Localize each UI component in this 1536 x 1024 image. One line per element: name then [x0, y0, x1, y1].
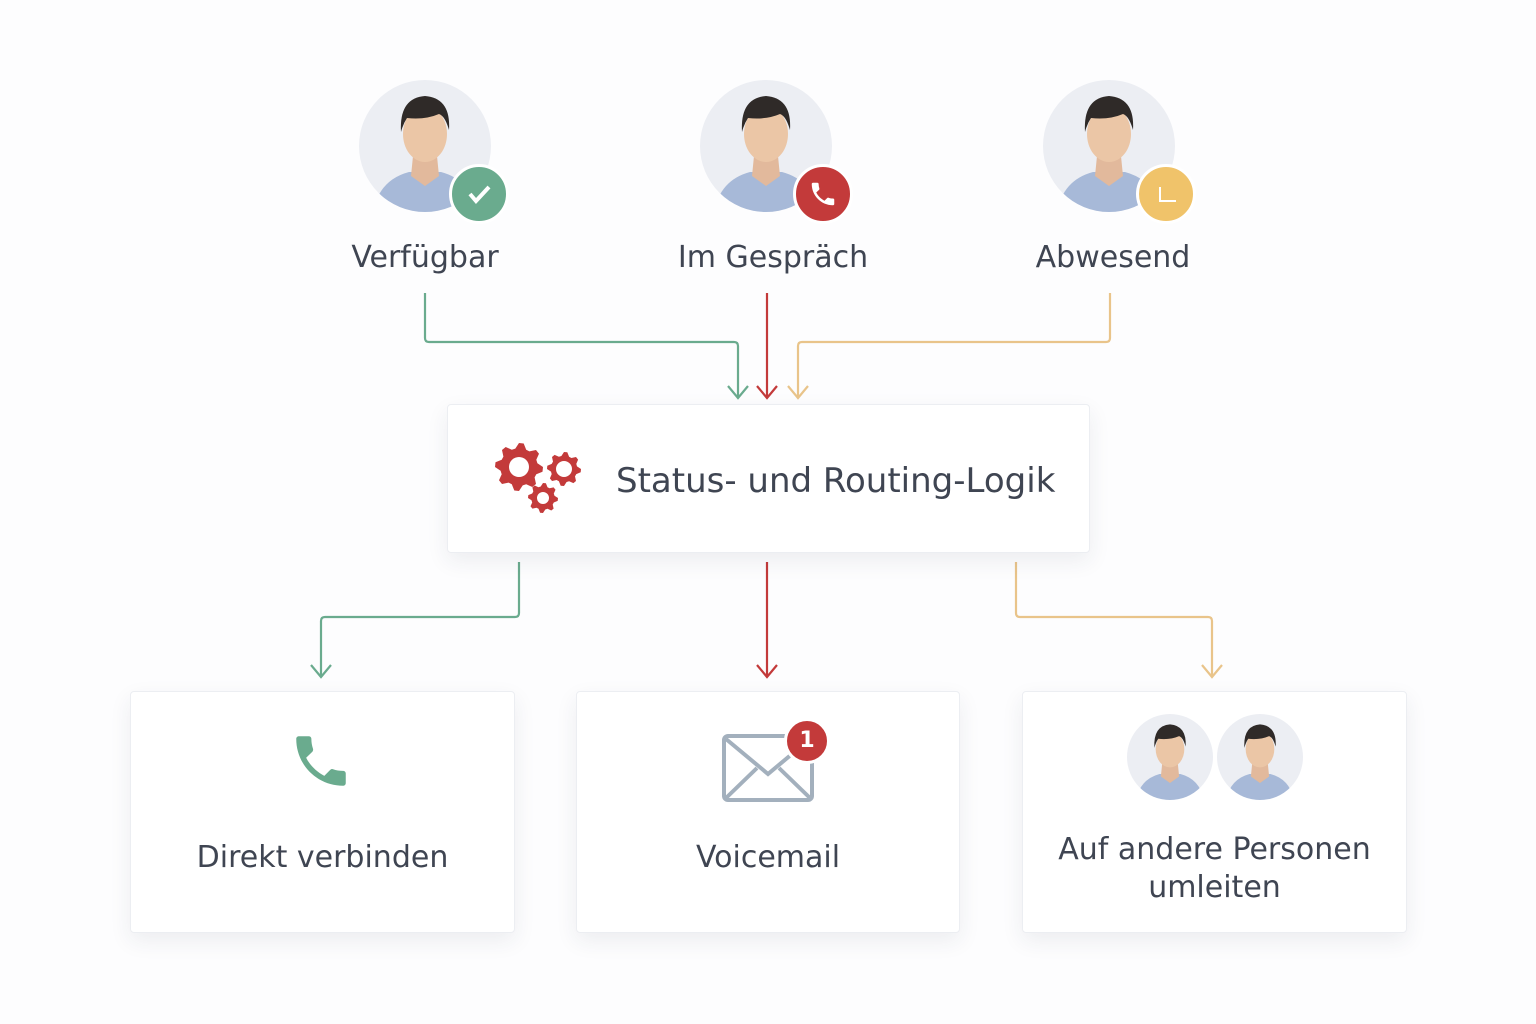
connector-available — [423, 293, 740, 398]
connector-away — [796, 293, 1112, 398]
arrowhead — [787, 385, 809, 400]
check-icon — [449, 164, 509, 224]
outcome-voicemail: 1 Voicemail — [576, 691, 960, 933]
outcome-redirect: Auf andere Personen umleiten — [1022, 691, 1407, 933]
avatar — [1217, 714, 1303, 800]
outcome-label: Auf andere Personen umleiten — [1058, 832, 1371, 905]
status-label: Abwesend — [1035, 240, 1191, 275]
routing-logic-box: Status- und Routing-Logik — [447, 404, 1090, 553]
connector-direct — [319, 562, 521, 677]
phone-icon — [793, 164, 853, 224]
arrowhead — [756, 664, 778, 679]
status-label: Im Gespräch — [677, 240, 869, 275]
avatar — [1127, 714, 1213, 800]
routing-logic-label: Status- und Routing-Logik — [616, 461, 1056, 501]
voicemail-count-badge: 1 — [784, 718, 830, 764]
gear — [528, 483, 558, 513]
outcome-label: Voicemail — [695, 840, 841, 875]
gear — [547, 452, 581, 486]
connector-redirect — [1014, 562, 1214, 677]
outcome-direct: Direkt verbinden — [130, 691, 515, 933]
clock-icon — [1136, 164, 1196, 224]
arrowhead — [756, 385, 778, 400]
outcome-label: Direkt verbinden — [196, 840, 449, 875]
arrowhead — [310, 664, 332, 679]
arrowhead — [727, 385, 749, 400]
phone-icon — [296, 736, 346, 786]
gears-icon — [495, 443, 581, 513]
status-label: Verfügbar — [351, 240, 499, 275]
arrowhead — [1201, 664, 1223, 679]
gear — [495, 443, 543, 491]
